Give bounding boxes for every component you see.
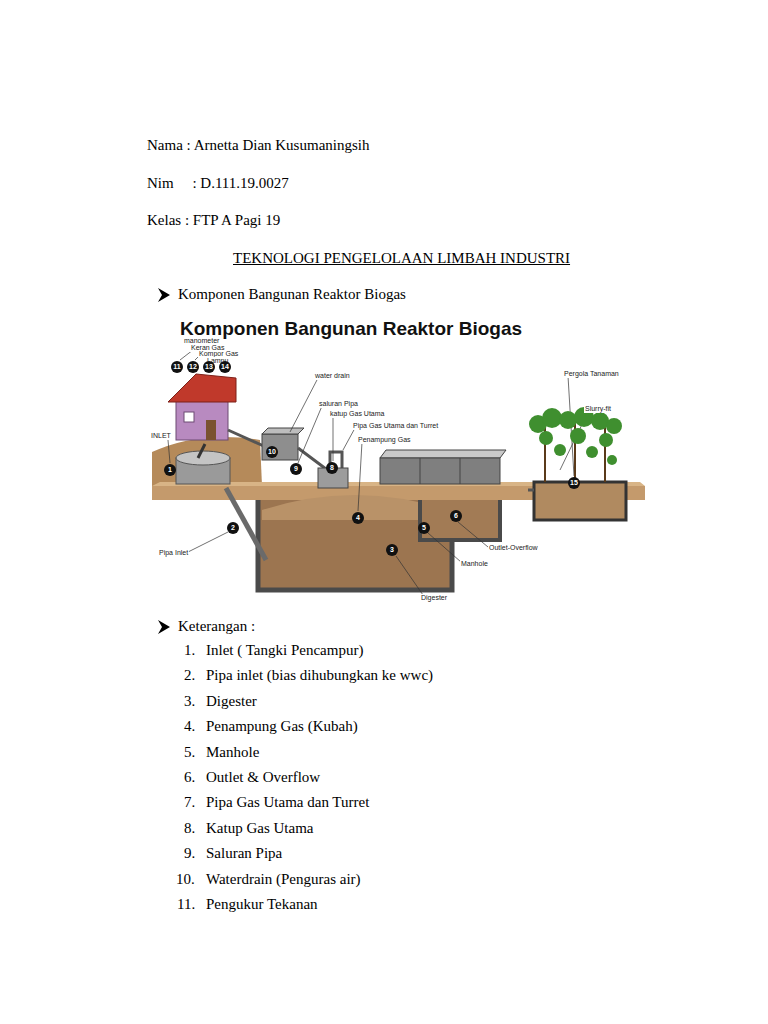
callout-number: 10 [266,446,278,458]
pergola-plants [529,407,622,465]
list-number: 5. [184,744,195,761]
list-text: Katup Gas Utama [206,820,313,837]
list-text: Manhole [206,744,259,761]
callout-number: 5 [418,522,430,534]
bullet-text: Komponen Bangunan Reaktor Biogas [178,286,406,303]
part-label: Pipa Gas Utama dan Turret [352,422,439,430]
water-drain-top [262,428,304,434]
part-label: water drain [314,372,351,380]
list-number: 4. [184,718,195,735]
list-number: 1. [184,642,195,659]
inlet-tank-top [176,451,230,465]
section-title: TEKNOLOGI PENGELOLAAN LIMBAH INDUSTRI [233,250,570,267]
part-label: INLET [150,432,172,440]
outlet-slab-top [380,450,506,458]
callout-number: 14 [219,361,231,373]
part-label: Penampung Gas [357,436,412,444]
bullet-arrow [158,288,170,302]
mixer-handle [198,444,205,458]
callout-number: 3 [386,544,398,556]
callout-number: 4 [352,512,364,524]
slurry-pit [534,482,626,520]
list-text: Inlet ( Tangki Pencampur) [206,642,363,659]
list-text: Waterdrain (Penguras air) [206,871,361,888]
callout-number: 1 [164,464,176,476]
house-roof [168,374,236,402]
figure-title: Komponen Bangunan Reaktor Biogas [180,318,522,340]
outlet-slab [380,458,500,484]
callout-number: 9 [290,463,302,475]
part-label: Pipa Inlet [158,549,189,557]
water-drain-box [262,434,298,460]
part-label: Pergola Tanaman [563,370,620,378]
list-number: 11. [177,896,195,913]
part-label: Manhole [460,560,489,568]
list-number: 6. [184,769,195,786]
list-number: 2. [184,667,195,684]
document-text: Nama : Arnetta Dian Kusumaningsih [147,137,369,154]
part-label: saluran Pipa [318,400,359,408]
document-text: Nim : D.111.19.0027 [147,175,289,192]
callout-number: 8 [326,462,338,474]
outlet-channel [420,500,500,540]
list-text: Pipa inlet (bias dihubungkan ke wwc) [206,667,433,684]
callout-number: 6 [450,510,462,522]
list-text: Saluran Pipa [206,845,282,862]
list-text: Pipa Gas Utama dan Turret [206,794,369,811]
callout-number: 2 [227,522,239,534]
list-number: 10. [176,871,195,888]
door [206,420,216,440]
callout-number: 13 [203,361,215,373]
part-label: katup Gas Utama [329,410,385,418]
bullet-arrow [158,620,170,634]
window [184,412,194,422]
part-label: Outlet-Overflow [488,544,539,552]
callout-number: 11 [171,361,183,373]
callout-number: 12 [187,361,199,373]
document-text: Kelas : FTP A Pagi 19 [147,212,280,229]
list-text: Outlet & Overflow [206,769,320,786]
list-number: 7. [184,794,195,811]
part-label: Slurry-fit [584,405,612,413]
list-text: Penampung Gas (Kubah) [206,718,358,735]
inlet-pipe [226,488,266,560]
list-text: Digester [206,693,257,710]
part-label: Digester [420,594,448,602]
bullet-text: Keterangan : [178,618,255,635]
list-text: Pengukur Tekanan [206,896,318,913]
callout-number: 15 [568,477,580,489]
list-number: 9. [184,845,195,862]
list-number: 8. [184,820,195,837]
house-wall [176,400,228,440]
list-number: 3. [184,693,195,710]
